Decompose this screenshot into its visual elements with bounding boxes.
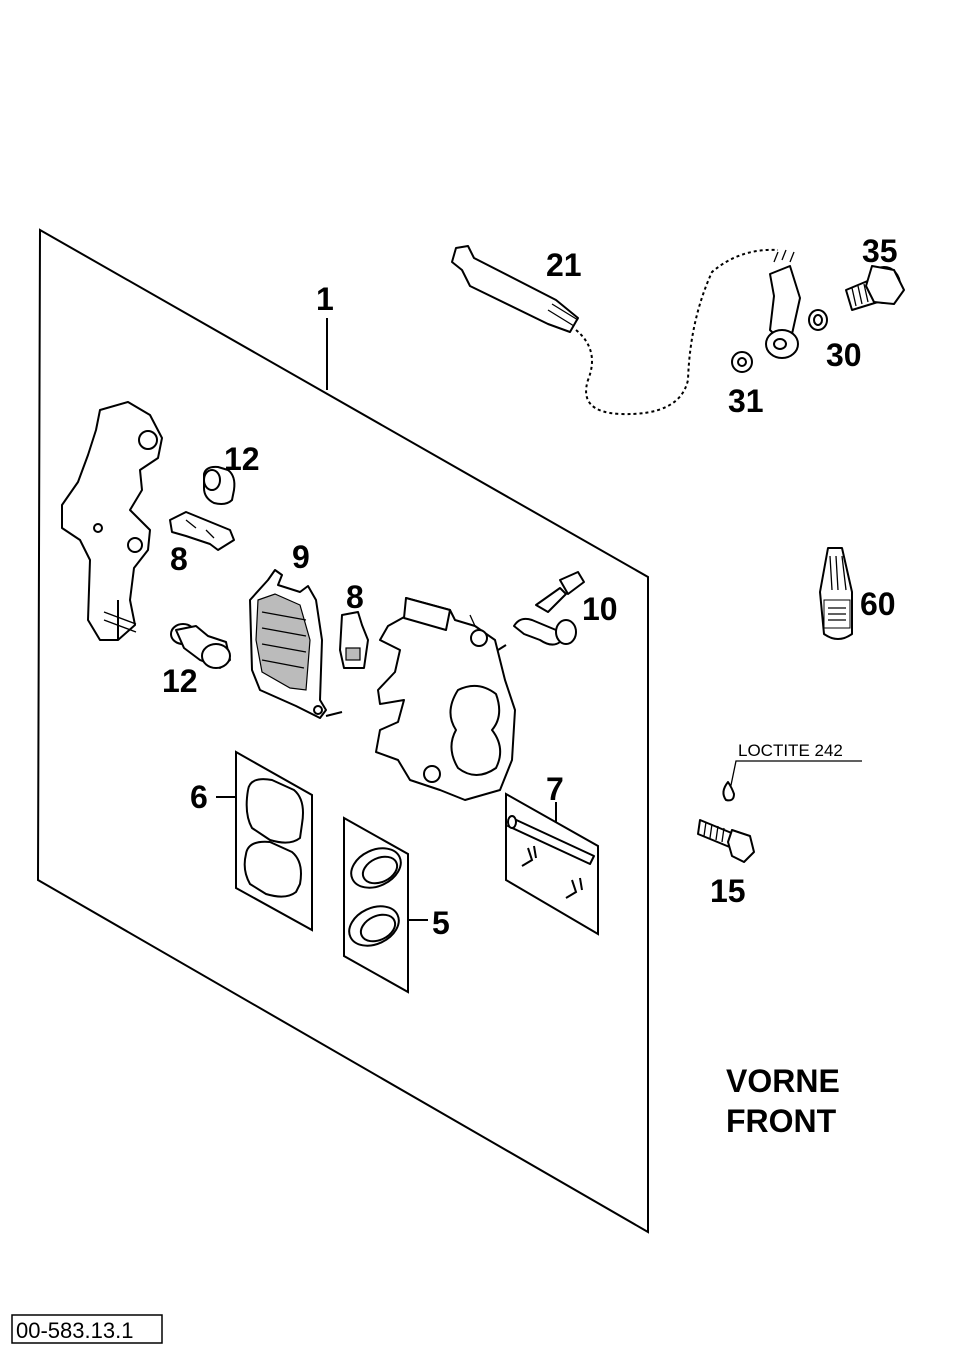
clip-8-left	[169, 511, 235, 551]
position-label-front: FRONT	[726, 1103, 837, 1139]
loctite-drop	[722, 781, 735, 802]
brake-line-21	[451, 245, 779, 416]
piston-kit-6	[235, 750, 313, 932]
bolt-15	[697, 819, 755, 863]
callout-1: 1	[316, 281, 334, 317]
callout-8-left: 8	[170, 541, 188, 577]
caliper-bracket	[61, 401, 163, 641]
bleeder-screw-10	[497, 571, 585, 651]
loctite-leader	[729, 760, 862, 791]
bushing-12-top	[203, 465, 236, 505]
callout-7: 7	[546, 771, 564, 807]
callout-15: 15	[710, 873, 746, 909]
drawing-number: 00-583.13.1	[16, 1318, 133, 1343]
banjo-bolt-35	[845, 265, 905, 311]
callout-31: 31	[728, 383, 764, 419]
callout-12-bottom: 12	[162, 663, 198, 699]
seal-kit-5	[343, 816, 409, 994]
drawing-number-box	[11, 1314, 163, 1344]
position-label-vorne: VORNE	[726, 1063, 840, 1099]
washer-31	[731, 351, 753, 373]
pin-kit-7	[505, 792, 599, 936]
callout-5: 5	[432, 905, 450, 941]
callout-8-right: 8	[346, 579, 364, 615]
callout-10: 10	[582, 591, 618, 627]
clip-8-right	[339, 611, 369, 669]
caliper-body	[375, 597, 516, 801]
callout-6: 6	[190, 779, 208, 815]
brake-pad-9	[249, 569, 343, 719]
washer-30	[808, 309, 828, 331]
guide-bolt-12-bottom	[170, 623, 231, 669]
loctite-note: LOCTITE 242	[738, 741, 843, 760]
callout-21: 21	[546, 247, 582, 283]
fluid-bottle-60	[819, 547, 853, 640]
assembly-panel	[36, 228, 649, 1234]
callout-12-top: 12	[224, 441, 260, 477]
callout-9: 9	[292, 539, 310, 575]
callout-60: 60	[860, 586, 896, 622]
callout-30: 30	[826, 337, 862, 373]
banjo-fitting	[765, 249, 801, 359]
callout-35: 35	[862, 233, 898, 269]
